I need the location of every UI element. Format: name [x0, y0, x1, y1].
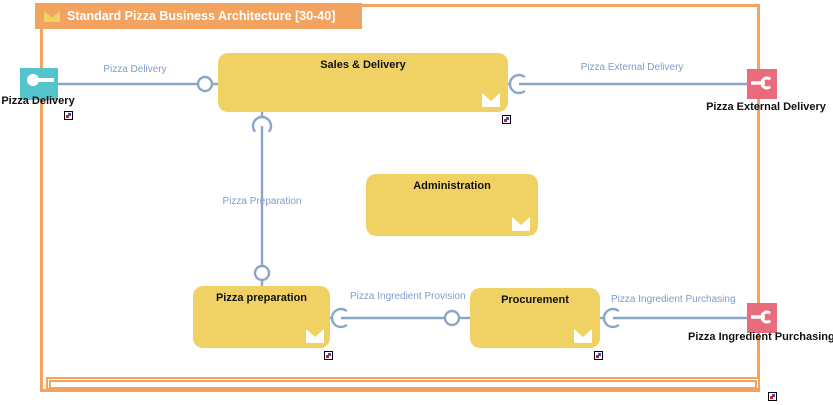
socket-interface-glyph	[751, 310, 772, 324]
connection-label-pizza-preparation: Pizza Preparation	[222, 196, 302, 207]
business-function-icon	[306, 329, 324, 343]
function-label-administration: Administration	[413, 180, 491, 192]
function-label-pizza-preparation: Pizza preparation	[215, 292, 308, 304]
connection-label-pizza-delivery: Pizza Delivery	[103, 64, 167, 75]
provided-interface-icon-pizza-delivery[interactable]	[20, 68, 58, 100]
model-reference-badge[interactable]	[324, 351, 333, 360]
architecture-container-border	[40, 4, 760, 392]
model-reference-badge[interactable]	[768, 392, 777, 401]
function-label-sales-delivery: Sales & Delivery	[320, 59, 406, 71]
interface-label-pizza-ingredient-purchasing: Pizza Ingredient Purchasing	[688, 331, 833, 343]
connection-label-pizza-ingredient-purchasing: Pizza Ingredient Purchasing	[611, 294, 736, 305]
diagram-title-bar[interactable]: Standard Pizza Business Architecture [30…	[35, 3, 362, 29]
function-box-administration[interactable]: Administration	[366, 174, 538, 236]
diagram-title: Standard Pizza Business Architecture [30…	[67, 9, 336, 23]
interface-label-pizza-external-delivery: Pizza External Delivery	[706, 101, 826, 113]
function-label-procurement: Procurement	[501, 294, 569, 306]
model-reference-badge[interactable]	[64, 111, 73, 120]
function-box-sales-delivery[interactable]: Sales & Delivery	[218, 53, 508, 112]
business-function-icon	[574, 329, 592, 343]
business-function-icon	[482, 93, 500, 107]
model-reference-badge[interactable]	[502, 115, 511, 124]
business-function-icon	[44, 10, 60, 22]
required-interface-icon-pizza-external-delivery[interactable]	[747, 69, 777, 99]
required-interface-icon-pizza-ingredient-purchasing[interactable]	[747, 303, 777, 333]
function-box-procurement[interactable]: Procurement	[470, 288, 600, 348]
socket-interface-glyph	[751, 76, 772, 90]
function-box-pizza-preparation[interactable]: Pizza preparation	[193, 286, 330, 348]
collapsed-lane-bar[interactable]	[46, 377, 760, 390]
interface-label-pizza-delivery: Pizza Delivery	[1, 95, 75, 107]
lollipop-interface-glyph	[27, 74, 54, 86]
connection-label-pizza-ingredient-provision: Pizza Ingredient Provision	[350, 291, 466, 302]
model-reference-badge[interactable]	[594, 351, 603, 360]
collapsed-lane-bar-inner	[49, 380, 757, 389]
business-function-icon	[512, 217, 530, 231]
connection-label-pizza-external-delivery: Pizza External Delivery	[580, 62, 684, 73]
